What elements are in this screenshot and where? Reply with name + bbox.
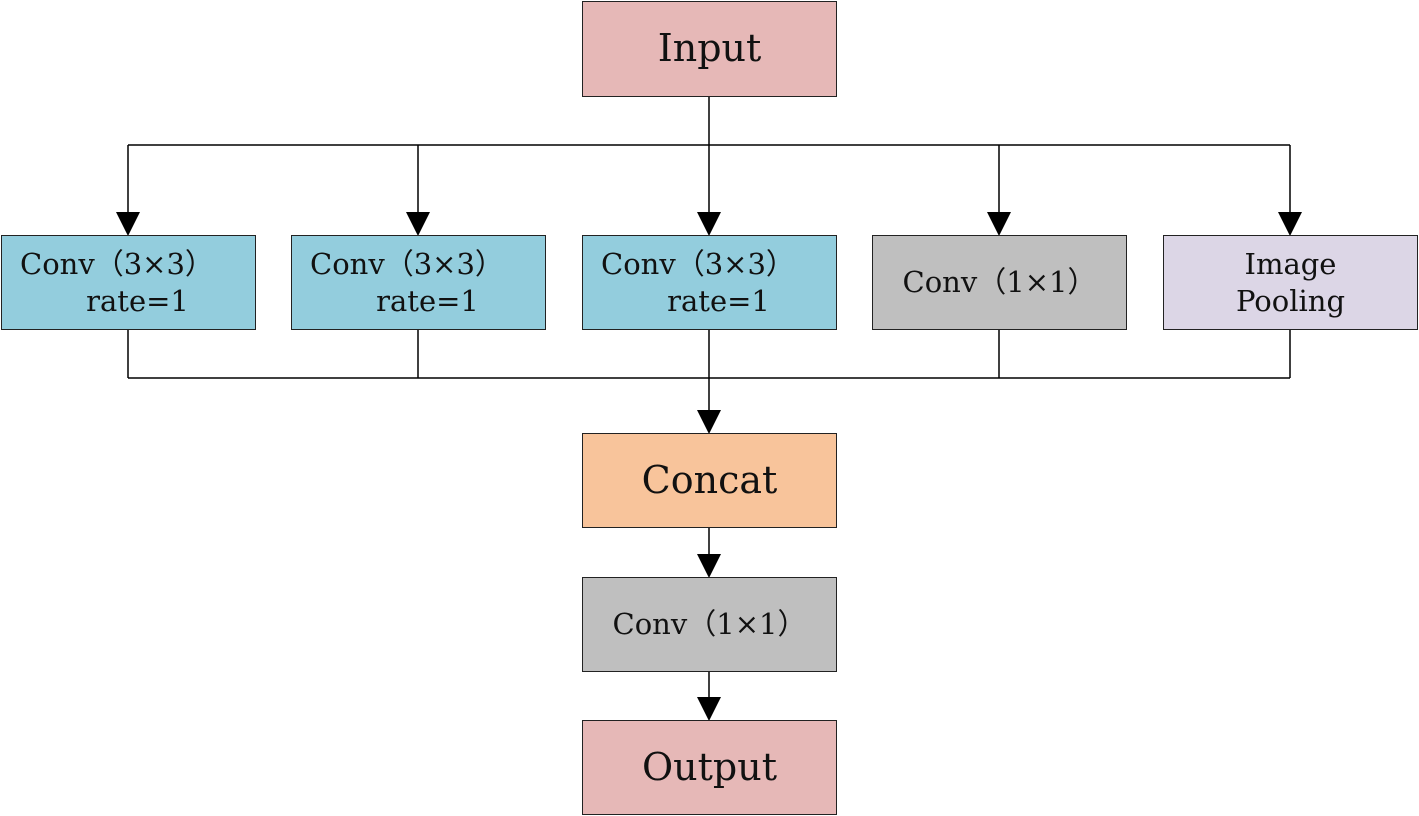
conv-1x1-branch: Conv（1×1）	[872, 235, 1127, 330]
input-node-label: Input	[657, 26, 762, 71]
branch-2-conv-label: Conv（3×3）	[310, 247, 504, 282]
branch-5-label-line1: Image	[1244, 247, 1337, 282]
conv-1x1-node: Conv（1×1）	[582, 577, 837, 672]
conv-node-label: Conv（1×1）	[612, 607, 807, 642]
branch-2-rate-label: rate=1	[376, 283, 479, 318]
atrous-conv-branch-2: Conv（3×3） rate=1	[291, 235, 546, 330]
output-node-label: Output	[642, 744, 777, 789]
branch-4-conv-label: Conv（1×1）	[902, 265, 1097, 300]
branch-1-conv-label: Conv（3×3）	[20, 247, 214, 282]
input-node: Input	[582, 1, 837, 97]
branch-1-rate-label: rate=1	[86, 283, 189, 318]
atrous-conv-branch-3: Conv（3×3） rate=1	[582, 235, 837, 330]
concat-node: Concat	[582, 433, 837, 528]
image-pooling-branch: Image Pooling	[1163, 235, 1418, 330]
branch-3-conv-label: Conv（3×3）	[601, 247, 795, 282]
branch-3-rate-label: rate=1	[667, 283, 770, 318]
output-node: Output	[582, 720, 837, 815]
branch-5-label-line2: Pooling	[1235, 283, 1346, 318]
concat-node-label: Concat	[641, 457, 778, 502]
atrous-conv-branch-1: Conv（3×3） rate=1	[1, 235, 256, 330]
